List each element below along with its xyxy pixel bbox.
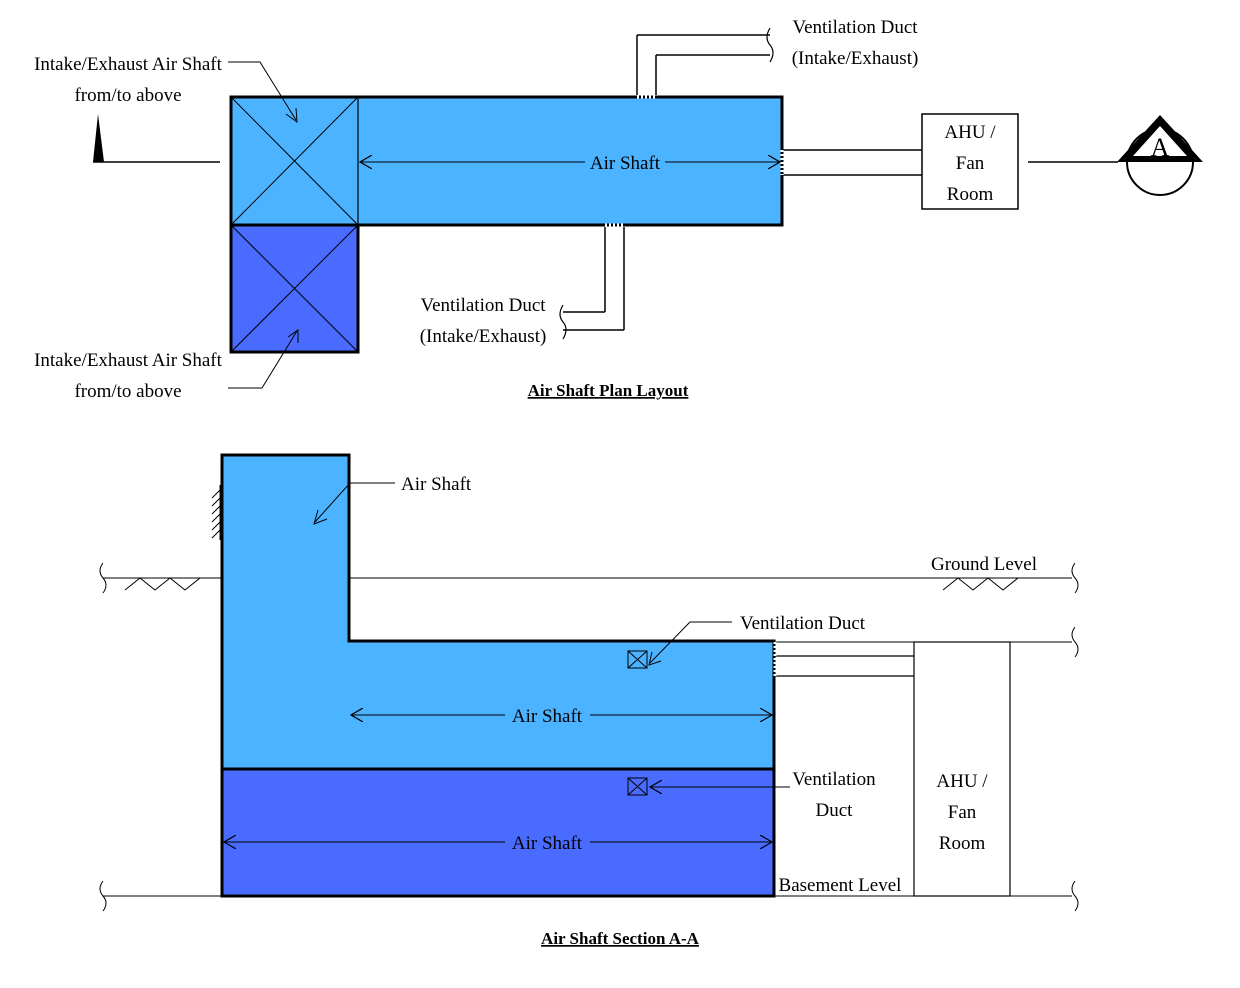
duct-symbol-lower xyxy=(627,777,648,796)
section-air-shaft-bottom-label: Air Shaft xyxy=(512,833,583,854)
section-marker-a: A xyxy=(1028,115,1203,196)
section-shaft-lower xyxy=(220,767,776,898)
section-cut-left xyxy=(93,114,220,163)
plan-ahu-line3: Room xyxy=(947,184,994,205)
plan-duct-bottom xyxy=(559,223,625,340)
plan-title: Air Shaft Plan Layout xyxy=(528,381,689,400)
plan-duct-bottom-line2: (Intake/Exhaust) xyxy=(420,326,547,347)
section-duct-lower-line2: Duct xyxy=(816,800,854,821)
section-air-shaft-mid-label: Air Shaft xyxy=(512,706,583,727)
duct-symbol-upper xyxy=(627,650,648,669)
wall-hatch xyxy=(211,485,223,540)
plan-duct-top xyxy=(636,27,774,99)
section-duct-ahu xyxy=(773,642,914,677)
plan-duct-ahu xyxy=(780,149,922,176)
plan-duct-bottom-line1: Ventilation Duct xyxy=(420,295,546,316)
section-ahu-box xyxy=(913,641,1011,897)
section-title: Air Shaft Section A-A xyxy=(541,929,700,948)
plan-layout: AHU / Fan Room Air Shaft A Intake/Exhaus… xyxy=(34,17,1203,402)
basement-level-label: Basement Level xyxy=(779,875,902,896)
plan-intake-bottom-line2: from/to above xyxy=(74,381,181,402)
section-ahu-line3: Room xyxy=(939,833,986,854)
section-marker-letter: A xyxy=(1151,133,1170,162)
plan-duct-top-line2: (Intake/Exhaust) xyxy=(792,48,919,69)
plan-ahu-line1: AHU / xyxy=(944,122,996,143)
section-ahu-line2: Fan xyxy=(948,802,977,823)
section-ahu-line1: AHU / xyxy=(936,771,988,792)
section-layout: AHU / Fan Room Air Shaft Ventilation Duc… xyxy=(99,453,1079,948)
plan-duct-top-line1: Ventilation Duct xyxy=(792,17,918,38)
plan-intake-top-line1: Intake/Exhaust Air Shaft xyxy=(34,54,223,75)
plan-air-shaft-label: Air Shaft xyxy=(590,153,661,174)
plan-ahu-line2: Fan xyxy=(956,153,985,174)
section-duct-lower-line1: Ventilation xyxy=(792,769,876,790)
section-shaft-upper xyxy=(220,453,776,771)
plan-intake-bottom-line1: Intake/Exhaust Air Shaft xyxy=(34,350,223,371)
plan-intake-top-line2: from/to above xyxy=(74,85,181,106)
ground-level-label: Ground Level xyxy=(931,554,1037,575)
section-air-shaft-top-label: Air Shaft xyxy=(401,474,472,495)
plan-ahu-box xyxy=(921,113,1019,210)
section-duct-upper-label: Ventilation Duct xyxy=(740,613,866,634)
